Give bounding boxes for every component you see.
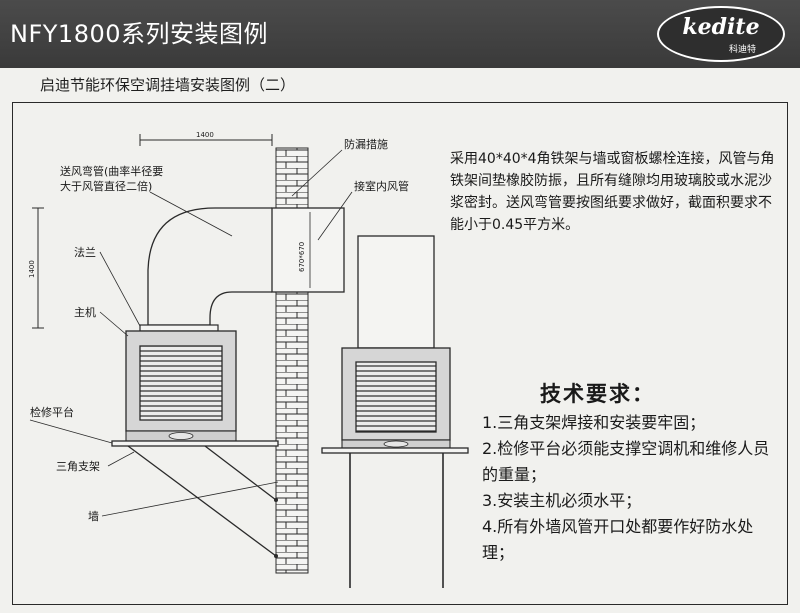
label-bend: 送风弯管(曲率半径要 <box>60 164 163 178</box>
label-platform: 检修平台 <box>30 405 74 419</box>
dim-duct: 670*670 <box>298 242 306 272</box>
tech-item: 4.所有外墙风管开口处都要作好防水处理； <box>482 517 754 562</box>
supply-bend-inner <box>209 291 272 325</box>
tech-item: 3.安装主机必须水平； <box>482 491 642 510</box>
tech-requirements-list: 1.三角支架焊接和安装要牢固； 2.检修平台必须能支撑空调机和维修人员的重量； … <box>482 410 782 566</box>
dim-horizontal: 1400 <box>196 131 214 139</box>
label-indoor-duct: 接室内风管 <box>354 179 409 193</box>
flange <box>139 324 219 332</box>
supply-bend-outer <box>147 207 272 325</box>
label-leak-prevention: 防漏措施 <box>344 137 388 151</box>
logo-subtext: 科迪特 <box>729 45 757 55</box>
label-bracket: 三角支架 <box>56 460 100 473</box>
platform-right <box>321 447 469 454</box>
header-bar: NFY1800系列安装图例 kedite 科迪特 <box>0 0 800 68</box>
page-title: NFY1800系列安装图例 <box>10 20 268 48</box>
duct-front <box>357 235 435 349</box>
logo-wordmark: kedite <box>682 14 760 40</box>
wall-duct <box>271 207 345 293</box>
tech-item: 2.检修平台必须能支撑空调机和维修人员的重量； <box>482 439 770 484</box>
label-bend-2: 大于风管直径二倍) <box>60 179 152 193</box>
dim-vertical: 1400 <box>28 260 36 278</box>
installation-note: 采用40*40*4角铁架与墙或窗板螺栓连接，风管与角铁架间垫橡胶防振，且所有缝隙… <box>450 151 775 233</box>
label-main-unit: 主机 <box>74 305 96 319</box>
platform-left <box>111 440 279 447</box>
diagram-frame <box>12 102 788 605</box>
label-flange: 法兰 <box>74 245 96 259</box>
diagram-subtitle: 启迪节能环保空调挂墙安装图例（二） <box>40 76 296 94</box>
tech-requirements-title: 技术要求： <box>540 382 655 406</box>
label-wall: 墙 <box>88 509 99 523</box>
brand-logo: kedite 科迪特 <box>657 6 785 62</box>
tech-item: 1.三角支架焊接和安装要牢固； <box>482 413 706 432</box>
